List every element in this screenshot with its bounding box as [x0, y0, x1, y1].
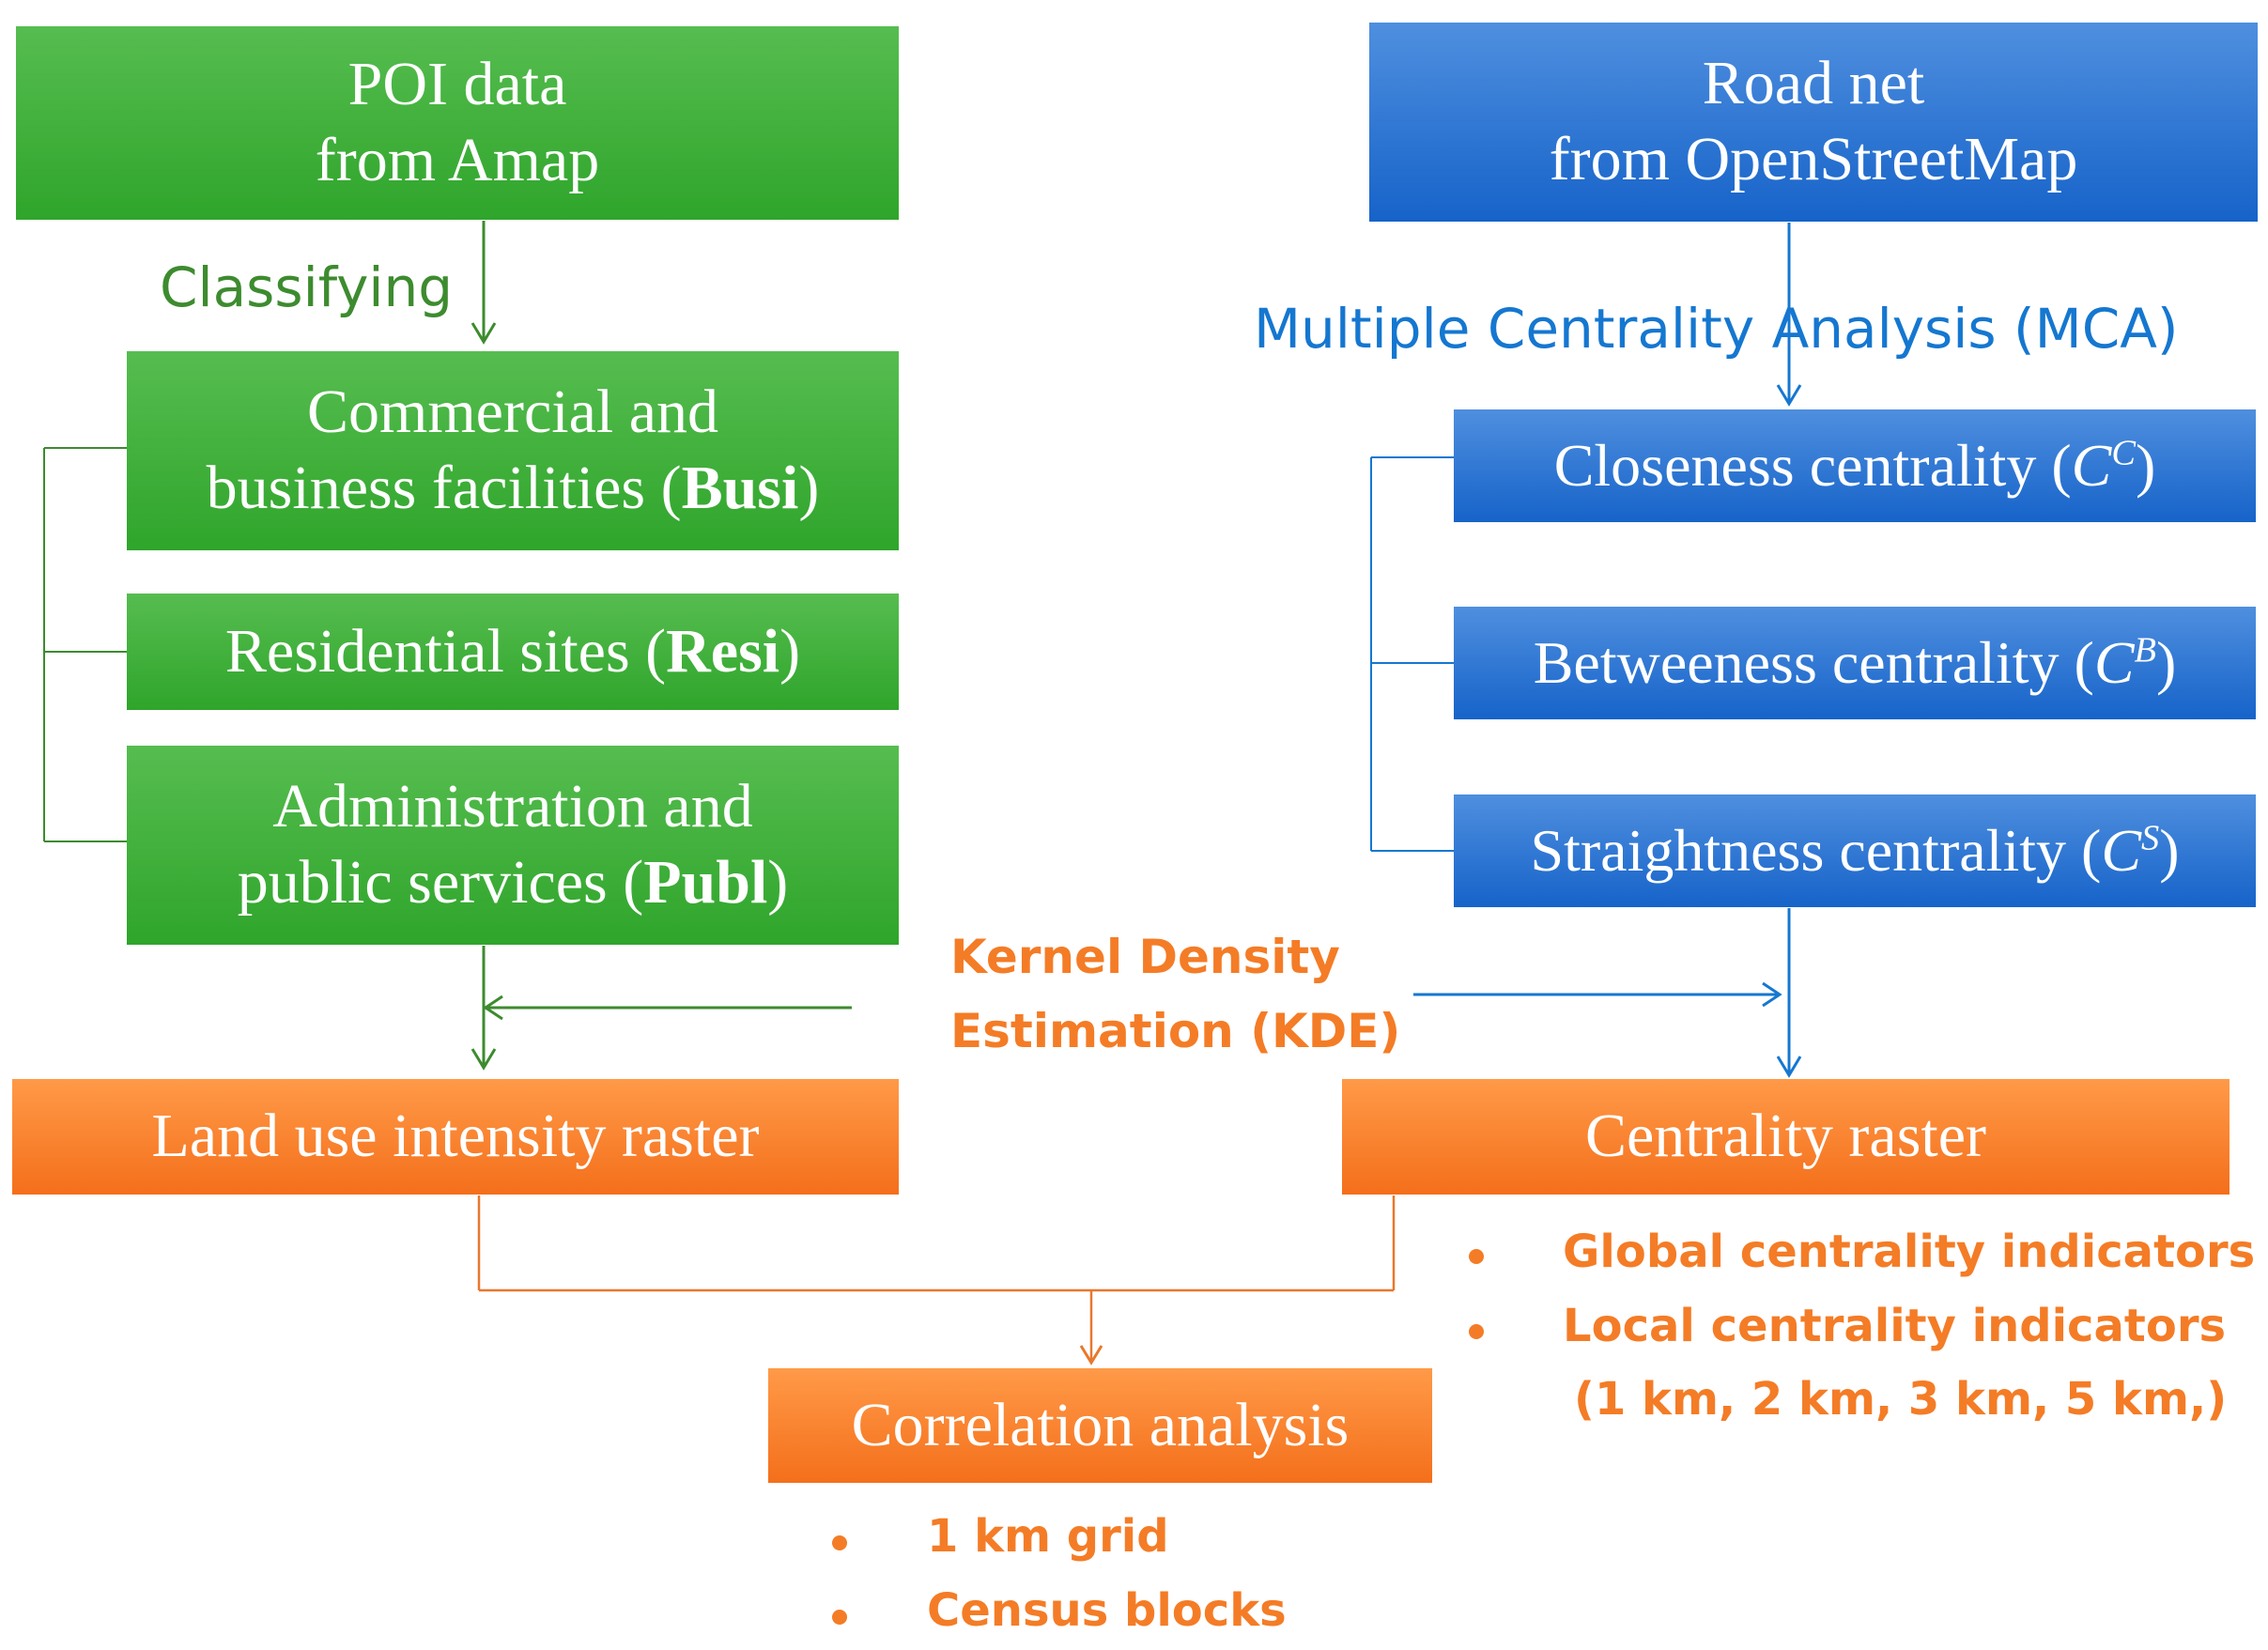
- correlation-analysis-box: Correlation analysis: [768, 1368, 1432, 1483]
- resi-box: Residential sites (Resi): [127, 594, 899, 710]
- kde-label-line2: Estimation (KDE): [950, 1004, 1401, 1058]
- road-line2: from OpenStreetMap: [1549, 125, 2078, 193]
- straightness-box: Straightness centrality (CS): [1454, 794, 2256, 907]
- bullet-local: Local centrality indicators: [1563, 1300, 2227, 1352]
- bracket-left-categories: [43, 447, 127, 842]
- arrow-road-to-closeness: [1776, 223, 1802, 407]
- centrality-raster-box: Centrality raster: [1342, 1079, 2229, 1195]
- road-line1: Road net: [1702, 49, 1925, 118]
- arrow-to-correlation: [477, 1195, 1396, 1365]
- bullet-1km-grid: 1 km grid: [927, 1510, 1169, 1563]
- poi-line1: POI data: [347, 50, 567, 119]
- classifying-label: Classifying: [160, 255, 454, 319]
- bullet-dot: [1469, 1324, 1484, 1339]
- land-use-raster-box: Land use intensity raster: [12, 1079, 899, 1195]
- busi-box: Commercial and business facilities (Busi…: [127, 351, 899, 550]
- bullet-dot: [832, 1535, 847, 1550]
- busi-line2: business facilities (Busi): [206, 454, 820, 522]
- publ-box: Administration and public services (Publ…: [127, 746, 899, 945]
- kde-label-line1: Kernel Density: [950, 930, 1340, 984]
- arrow-poi-to-busi: [471, 221, 497, 345]
- publ-line1: Administration and: [272, 772, 753, 841]
- bullet-dot: [1469, 1249, 1484, 1264]
- busi-line1: Commercial and: [306, 378, 719, 447]
- closeness-box: Closeness centrality (CC): [1454, 409, 2256, 522]
- road-net-box: Road net from OpenStreetMap: [1369, 23, 2258, 222]
- centrality-raster-label: Centrality raster: [1584, 1102, 1986, 1171]
- betweeness-text: Betweeness centrality (CB): [1533, 628, 2177, 696]
- poi-line2: from Amap: [315, 126, 600, 194]
- betweeness-box: Betweeness centrality (CB): [1454, 607, 2256, 719]
- bullet-census-blocks: Census blocks: [927, 1584, 1287, 1637]
- mca-label: Multiple Centrality Analysis (MCA): [1254, 297, 2179, 361]
- bullet-dot: [832, 1610, 847, 1625]
- closeness-text: Closeness centrality (CC): [1553, 431, 2156, 499]
- bullet-distances: (1 km, 2 km, 3 km, 5 km,): [1574, 1373, 2228, 1426]
- bracket-right-centralities: [1370, 456, 1454, 852]
- straightness-text: Straightness centrality (CS): [1530, 816, 2180, 884]
- resi-text: Residential sites (Resi): [224, 616, 801, 686]
- land-use-label: Land use intensity raster: [151, 1102, 760, 1171]
- bullet-global: Global centrality indicators: [1563, 1226, 2256, 1278]
- correlation-label: Correlation analysis: [851, 1390, 1350, 1459]
- arrow-straightness-to-raster: [1413, 908, 1802, 1078]
- arrow-publ-to-landuse: [471, 946, 852, 1071]
- poi-data-box: POI data from Amap: [16, 26, 899, 220]
- publ-line2: public services (Publ): [237, 848, 789, 917]
